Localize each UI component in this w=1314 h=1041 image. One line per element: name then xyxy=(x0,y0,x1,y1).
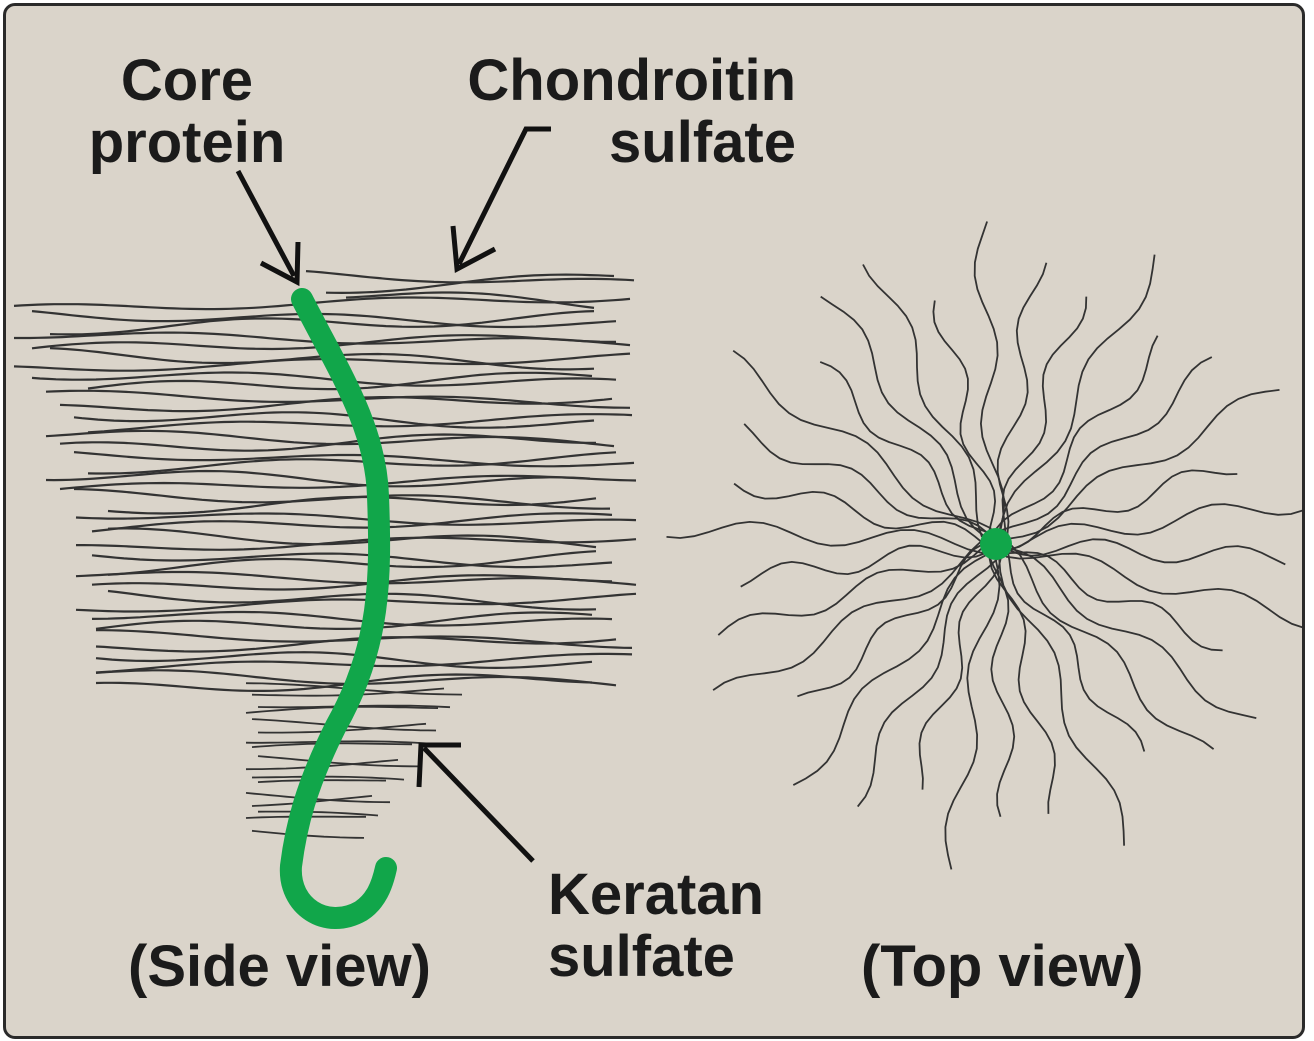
sugar-chain xyxy=(59,433,596,452)
sugar-chain xyxy=(325,273,615,295)
sugar-chain xyxy=(257,755,419,768)
radiating-chain xyxy=(995,469,1238,551)
sugar-chain xyxy=(73,451,635,468)
sugar-chain xyxy=(73,411,595,429)
sugar-chain xyxy=(45,469,591,488)
radiating-chain xyxy=(995,296,1088,545)
sugar-chain xyxy=(87,451,617,475)
core-protein-arrow xyxy=(235,169,301,287)
radiating-chain xyxy=(792,543,997,786)
sugar-chain xyxy=(251,829,365,839)
sugar-chain xyxy=(257,810,379,817)
chondroitin-sulfate-arrow xyxy=(450,126,551,273)
radiating-chain xyxy=(712,541,997,691)
radiating-chain xyxy=(820,295,997,545)
radiating-chain xyxy=(995,389,1280,545)
radiating-chain xyxy=(995,538,1286,566)
radiating-chain xyxy=(732,349,997,545)
radiating-chain xyxy=(797,543,997,698)
radiating-chain xyxy=(973,221,1006,545)
sugar-chain xyxy=(107,495,597,515)
chondroitin-sulfate-chains xyxy=(13,270,637,692)
proteoglycan-illustration xyxy=(13,126,1302,930)
sugar-chain xyxy=(31,371,617,387)
core-protein-label: Core protein xyxy=(88,48,286,175)
radiating-chain xyxy=(856,543,999,808)
radiating-chain xyxy=(733,482,997,546)
diagram-panel: Core protein Chondroitin sulfate Keratan… xyxy=(3,3,1305,1039)
top-view-caption: (Top view) xyxy=(861,934,1144,999)
sugar-chain xyxy=(13,296,631,311)
radiating-chain xyxy=(932,300,997,545)
radiating-chain xyxy=(995,543,1125,846)
radiating-chain xyxy=(995,543,1223,652)
radiating-chain xyxy=(862,264,997,545)
sugar-chain xyxy=(76,536,637,551)
radiating-chain xyxy=(918,543,1003,790)
sugar-chain xyxy=(91,552,613,569)
core-protein-strand xyxy=(279,288,397,930)
radiating-chain xyxy=(740,543,997,588)
radiating-chain xyxy=(987,543,1016,817)
sugar-chain xyxy=(107,527,597,549)
sugar-chain xyxy=(107,589,597,611)
radiating-chain xyxy=(995,543,1257,719)
core-protein-dot xyxy=(980,528,1012,560)
radiating-chain xyxy=(995,254,1156,545)
radiating-chain xyxy=(995,543,1146,752)
radiating-chain xyxy=(666,520,997,554)
radiating-chain xyxy=(819,361,997,545)
sugar-chain xyxy=(75,512,637,526)
radiating-chain xyxy=(717,543,997,636)
sugar-chain xyxy=(91,574,613,591)
radiating-chain xyxy=(995,543,1302,629)
top-view-radiating-chains xyxy=(666,221,1302,870)
keratan-sulfate-arrow xyxy=(416,742,535,863)
sugar-chain xyxy=(59,474,637,491)
sugar-chain xyxy=(91,512,613,533)
sugar-chain xyxy=(251,775,405,781)
sugar-chain xyxy=(245,792,391,804)
sugar-chain xyxy=(45,389,631,409)
sugar-chain xyxy=(95,651,593,670)
sugar-chain xyxy=(107,550,597,576)
sugar-chain xyxy=(59,396,613,413)
sugar-chain xyxy=(73,487,611,510)
radiating-chain xyxy=(995,356,1213,545)
sugar-chain xyxy=(91,610,613,627)
side-view-caption: (Side view) xyxy=(128,934,431,999)
radiating-chain xyxy=(995,543,1215,750)
sugar-chain xyxy=(95,611,593,630)
radiating-chain xyxy=(994,335,1159,545)
sugar-chain xyxy=(95,636,617,653)
sugar-chain xyxy=(75,592,637,613)
chondroitin-sulfate-label: Chondroitin sulfate xyxy=(467,48,796,175)
keratan-sulfate-label: Keratan sulfate xyxy=(548,862,764,989)
sugar-chain xyxy=(31,310,617,329)
radiating-chain xyxy=(995,503,1302,552)
radiating-chain xyxy=(944,543,1001,870)
